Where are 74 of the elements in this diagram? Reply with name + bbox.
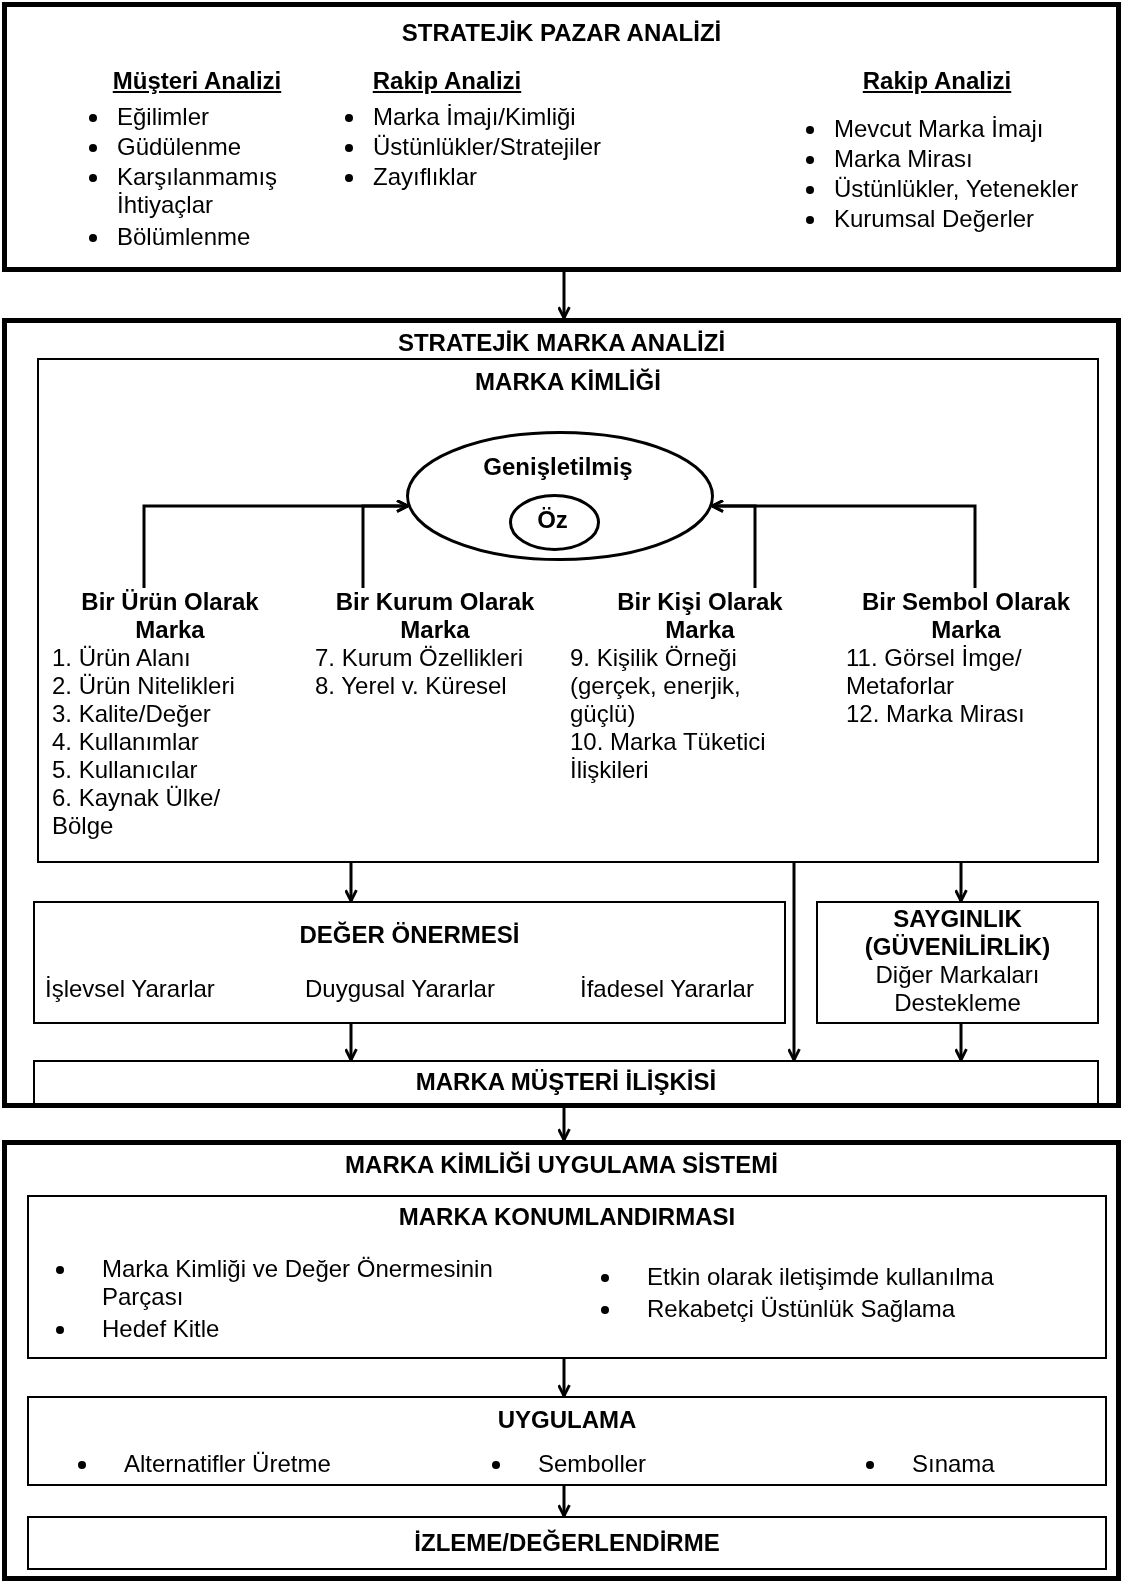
list-item: 8. Yerel v. Küresel [315, 672, 508, 700]
arrow [954, 1024, 968, 1062]
section-box [2, 318, 1121, 1108]
list-item: Rekabetçi Üstünlük Sağlama [647, 1295, 957, 1323]
heading: STRATEJİK PAZAR ANALİZİ [400, 19, 723, 47]
list-item: Üstünlükler/Stratejiler [373, 133, 603, 161]
column-heading: Rakip Analizi [861, 67, 1013, 95]
arrow [557, 1359, 571, 1398]
heading: MARKA KİMLİĞİ [474, 368, 662, 396]
heading: DEĞER ÖNERMESİ [298, 921, 521, 949]
panel-box [33, 1060, 1099, 1103]
list-item: Karşılanmamış İhtiyaçlar [117, 163, 279, 219]
arrow [954, 863, 968, 903]
panel-box [33, 901, 786, 1024]
list-item: 5. Kullanıcılar [52, 756, 199, 784]
body-text: Diğer Markaları Destekleme [874, 961, 1041, 1017]
list-item: Etkin olarak iletişimde kullanılma [647, 1263, 995, 1291]
list-item: Hedef Kitle [102, 1315, 221, 1343]
list-item: 3. Kalite/Değer [52, 700, 212, 728]
panel-box [37, 358, 1099, 863]
arrow [710, 499, 977, 588]
panel-box [27, 1396, 1107, 1486]
heading: MARKA MÜŞTERİ İLİŞKİSİ [414, 1068, 718, 1096]
list-item: 10. Marka Tüketici İlişkileri [570, 728, 767, 784]
list-item: Duygusal Yararlar [305, 975, 496, 1003]
arrow [787, 863, 801, 1062]
arrow [344, 863, 358, 903]
section-box [2, 1140, 1121, 1581]
list-item: Marka Kimliği ve Değer Önermesinin Parçası [102, 1255, 494, 1311]
list-item: Zayıflıklar [373, 163, 478, 191]
list-item: 7. Kurum Özellikleri [315, 644, 525, 672]
list-item: 12. Marka Mirası [846, 700, 1026, 728]
column-heading: Bir Kurum Olarak Marka [334, 588, 536, 644]
panel-box [816, 901, 1099, 1024]
arrow [361, 499, 410, 588]
list-item: Marka Mirası [834, 145, 974, 173]
list-item: Semboller [538, 1450, 648, 1478]
heading: MARKA KONUMLANDIRMASI [397, 1203, 737, 1231]
list-item: Bölümlenme [117, 223, 252, 251]
column-heading: Bir Ürün Olarak Marka [80, 588, 260, 644]
column-heading: Bir Kişi Olarak Marka [616, 588, 784, 644]
list-item: Güdülenme [117, 133, 243, 161]
list-item: 1. Ürün Alanı [52, 644, 192, 672]
arrow [557, 1108, 571, 1142]
arrow [557, 1486, 571, 1518]
heading: UYGULAMA [496, 1406, 638, 1434]
column-heading: Rakip Analizi [371, 67, 523, 95]
list-item: Kurumsal Değerler [834, 205, 1036, 233]
heading: Öz [536, 506, 569, 534]
heading: STRATEJİK MARKA ANALİZİ [396, 329, 727, 357]
list-item: 6. Kaynak Ülke/ Bölge [52, 784, 222, 840]
heading: İZLEME/DEĞERLENDİRME [413, 1529, 721, 1557]
column-heading: Müşteri Analizi [111, 67, 283, 95]
arrow [344, 1024, 358, 1062]
list-item: Üstünlükler, Yetenekler [834, 175, 1080, 203]
column-heading: Bir Sembol Olarak Marka [860, 588, 1072, 644]
list-item: 2. Ürün Nitelikleri [52, 672, 236, 700]
heading: MARKA KİMLİĞİ UYGULAMA SİSTEMİ [344, 1151, 779, 1179]
list-item: 4. Kullanımlar [52, 728, 200, 756]
list-item: İfadesel Yararlar [580, 975, 755, 1003]
list-item: Mevcut Marka İmajı [834, 115, 1045, 143]
section-box [2, 2, 1121, 272]
heading: Genişletilmiş [482, 453, 634, 481]
list-item: 9. Kişilik Örneği (gerçek, enerjik, güçlü) [570, 644, 742, 728]
list-item: İşlevsel Yararlar [45, 975, 216, 1003]
panel-box [27, 1195, 1107, 1359]
list-item: Alternatifler Üretme [124, 1450, 332, 1478]
list-item: Eğilimler [117, 103, 210, 131]
heading: SAYGINLIK (GÜVENİLİRLİK) [863, 905, 1052, 961]
list-item: Sınama [912, 1450, 996, 1478]
list-item: Marka İmajı/Kimliği [373, 103, 577, 131]
arrow [557, 272, 571, 320]
list-item: 11. Görsel İmge/ Metaforlar [846, 644, 1023, 700]
panel-box [27, 1516, 1107, 1570]
